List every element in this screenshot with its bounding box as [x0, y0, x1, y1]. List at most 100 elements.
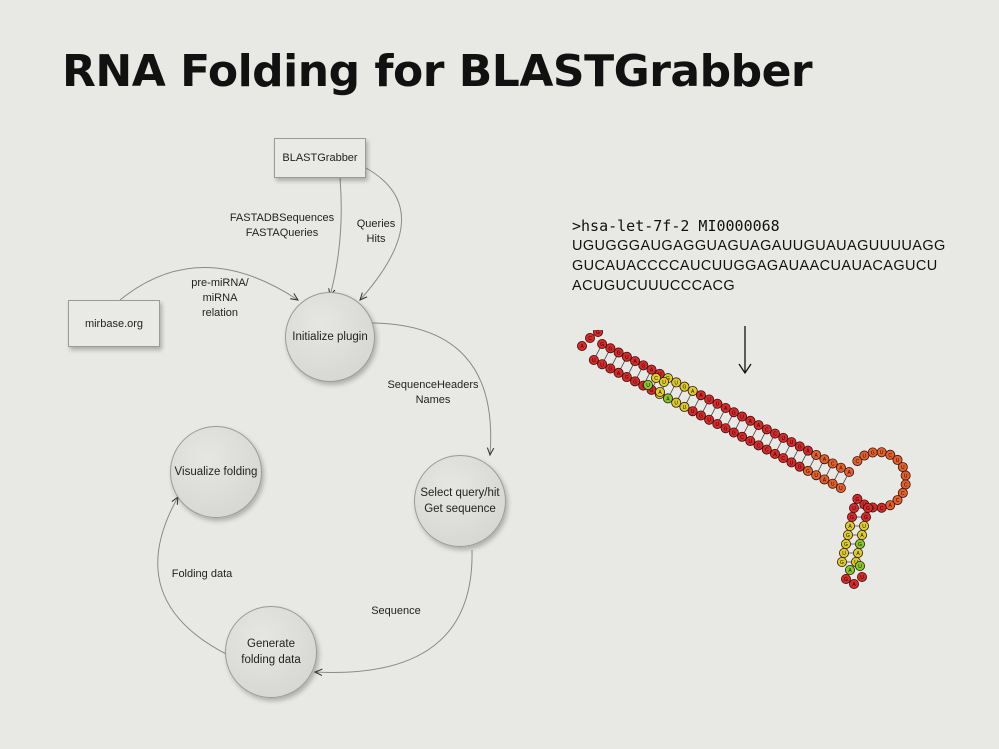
svg-text:C: C	[781, 456, 785, 462]
nucleotide: G	[840, 538, 851, 549]
nucleotide: U	[745, 436, 756, 447]
nucleotide: C	[761, 444, 772, 455]
nucleotide: U	[597, 359, 608, 370]
svg-text:G: G	[858, 542, 862, 548]
svg-text:A: A	[848, 524, 852, 530]
nucleotide: A	[769, 448, 780, 459]
nucleotide: C	[885, 449, 896, 460]
nucleotide: U	[712, 418, 723, 429]
nucleotide: U	[621, 351, 632, 362]
node-generate-folding-data: Generate folding data	[225, 606, 317, 698]
svg-text:C: C	[888, 453, 892, 459]
svg-text:G: G	[633, 379, 637, 385]
svg-text:G: G	[617, 351, 621, 357]
svg-text:G: G	[844, 542, 848, 548]
svg-text:A: A	[658, 390, 662, 396]
nucleotide: A	[835, 462, 846, 473]
svg-text:A: A	[823, 477, 827, 483]
svg-text:G: G	[840, 560, 844, 566]
svg-text:G: G	[864, 515, 868, 521]
node-initialize-plugin: Initialize plugin	[285, 292, 375, 382]
svg-text:U: U	[748, 439, 752, 445]
nucleotide: G	[794, 461, 805, 472]
svg-text:C: C	[856, 459, 860, 465]
nucleotide: U	[892, 454, 903, 465]
nucleotide: A	[695, 390, 706, 401]
nucleotide: G	[679, 381, 690, 392]
arrow-queries-hits	[360, 167, 402, 300]
node-mirbase: mirbase.org	[68, 300, 160, 347]
nucleotide: G	[597, 339, 608, 350]
nucleotide: U	[854, 560, 865, 571]
svg-text:C: C	[831, 461, 835, 467]
nucleotide: G	[720, 423, 731, 434]
svg-text:U: U	[625, 355, 629, 361]
nucleotide: A	[745, 415, 756, 426]
svg-text:A: A	[847, 470, 851, 476]
nucleotide: G	[613, 347, 624, 358]
nucleotide: G	[605, 363, 616, 374]
svg-text:U: U	[674, 401, 678, 407]
arrow-sequence	[315, 549, 473, 672]
svg-text:U: U	[716, 402, 720, 408]
nucleotide: G	[840, 573, 851, 584]
svg-text:U: U	[691, 409, 695, 415]
nucleotide: U	[835, 482, 846, 493]
svg-text:G: G	[608, 346, 612, 352]
sequence-line: UGUGGGAUGAGGUAGUAGAUUGUAUAGUUUUAGG	[572, 238, 946, 254]
svg-text:A: A	[815, 453, 819, 459]
svg-text:G: G	[798, 465, 802, 471]
nucleotide: U	[859, 450, 870, 461]
svg-text:A: A	[691, 389, 695, 395]
nucleotide: U	[838, 547, 849, 558]
nucleotide: U	[856, 571, 867, 582]
nucleotide: U	[687, 406, 698, 417]
svg-text:G: G	[871, 450, 875, 456]
nucleotide: A	[848, 578, 859, 589]
nucleotide: G	[794, 441, 805, 452]
svg-text:G: G	[846, 533, 850, 539]
nucleotide: U	[778, 432, 789, 443]
svg-text:A: A	[860, 533, 864, 539]
nucleotide: G	[630, 376, 641, 387]
svg-text:A: A	[856, 551, 860, 557]
svg-text:U: U	[592, 358, 596, 364]
svg-text:G: G	[806, 469, 810, 475]
svg-text:U: U	[862, 524, 866, 530]
svg-text:G: G	[596, 330, 600, 336]
svg-text:G: G	[608, 367, 612, 373]
svg-text:U: U	[658, 372, 662, 378]
svg-text:U: U	[646, 383, 650, 389]
label-premirna: pre-miRNA/ miRNA relation	[191, 277, 249, 319]
nucleotide: C	[770, 428, 781, 439]
nucleotide: U	[827, 478, 838, 489]
nucleotide: C	[753, 440, 764, 451]
svg-text:A: A	[757, 423, 761, 429]
svg-text:U: U	[790, 460, 794, 466]
nucleotide: U	[659, 377, 670, 388]
svg-text:C: C	[765, 448, 769, 454]
svg-text:A: A	[839, 466, 843, 472]
nucleotide: C	[892, 495, 903, 506]
nucleotide: G	[852, 493, 863, 504]
nucleotide: U	[671, 377, 682, 388]
svg-text:A: A	[617, 371, 621, 377]
nucleotide: G	[802, 465, 813, 476]
svg-text:A: A	[666, 396, 670, 402]
nucleotide: U	[704, 394, 715, 405]
svg-text:U: U	[839, 486, 843, 492]
svg-text:C: C	[740, 435, 744, 441]
svg-text:G: G	[866, 506, 870, 512]
svg-text:C: C	[588, 336, 592, 342]
svg-text:U: U	[860, 575, 864, 581]
svg-text:G: G	[600, 342, 604, 348]
flow-diagram-arrows	[119, 167, 560, 749]
svg-text:G: G	[732, 410, 736, 416]
nucleotide: A	[802, 445, 813, 456]
nucleotide: A	[819, 474, 830, 485]
svg-text:U: U	[662, 380, 666, 386]
svg-text:A: A	[580, 344, 584, 350]
nucleotide: U	[704, 414, 715, 425]
svg-text:U: U	[858, 564, 862, 570]
label-seqheaders: SequenceHeaders Names	[387, 379, 479, 406]
